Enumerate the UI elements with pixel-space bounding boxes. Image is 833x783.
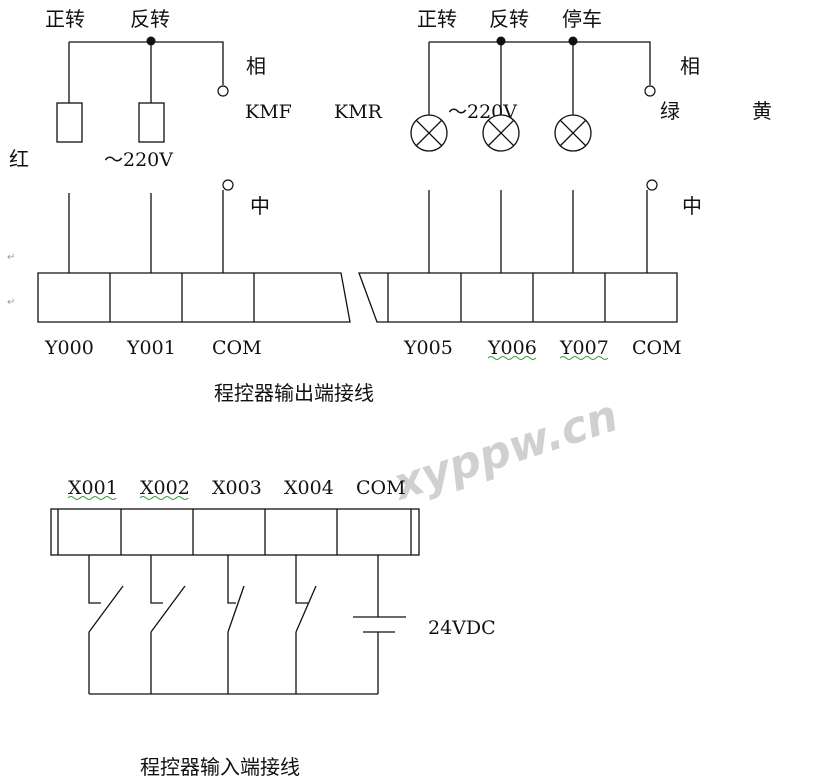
phase-bus-left [69, 41, 224, 85]
lamp-icon [554, 114, 592, 152]
label-green: 绿 [660, 99, 680, 123]
junction-dot [146, 36, 156, 46]
terminal-label: Y001 [126, 337, 176, 359]
label-neutral-left: 中 [250, 194, 270, 218]
watermark: xyppw.cn [386, 390, 624, 511]
phase-terminal-left [217, 85, 229, 97]
dc-supply-icon [353, 555, 406, 694]
input-caption: 程控器输入端接线 [140, 755, 300, 779]
lamp-icon [482, 114, 520, 152]
label-neutral-right: 中 [682, 194, 702, 218]
switch-x002 [150, 555, 186, 694]
label-kmf: KMF [245, 101, 292, 123]
neutral-terminal-left [222, 179, 234, 191]
switch-x003 [227, 555, 245, 694]
coil-kmr [138, 102, 165, 143]
label-stop: 停车 [562, 7, 602, 31]
lamp-icon [410, 114, 448, 152]
junction-dot [568, 36, 578, 46]
label-yellow: 黄 [752, 99, 772, 123]
terminal-label: Y000 [44, 337, 94, 359]
terminal-label: Y007 [559, 337, 609, 359]
spellcheck-underline [139, 496, 189, 500]
return-mark: ↵ [7, 297, 15, 308]
left-output-circuit: 正转 反转 相 KMF KMR 红 ～220V 中 Y000 Y001 COM [9, 7, 383, 359]
terminal-label: X002 [140, 477, 190, 499]
spellcheck-underline [559, 356, 609, 360]
switch-x001 [88, 555, 124, 694]
label-red: 红 [9, 147, 29, 171]
phase-bus-right [429, 41, 651, 85]
label-voltage-left: ～220V [104, 149, 173, 171]
terminal-strip-right [358, 272, 678, 323]
label-reverse-left: 反转 [130, 7, 170, 31]
spellcheck-underline [487, 356, 537, 360]
return-mark: ↵ [7, 252, 15, 263]
phase-terminal-right [644, 85, 656, 97]
terminal-label: X003 [212, 477, 262, 499]
terminal-label: Y006 [487, 337, 537, 359]
terminal-label: X004 [284, 477, 334, 499]
terminal-label: COM [632, 337, 682, 359]
label-kmr: KMR [334, 101, 383, 123]
coil-kmf [56, 102, 83, 143]
terminal-label: COM [356, 477, 406, 499]
terminal-label: Y005 [403, 337, 453, 359]
input-circuit: X001 X002 X003 X004 COM [50, 477, 496, 695]
terminal-strip-input [50, 508, 420, 556]
switch-x004 [295, 555, 317, 694]
label-forward-left: 正转 [45, 7, 85, 31]
terminal-label: COM [212, 337, 262, 359]
terminal-strip-left [37, 272, 351, 323]
right-output-circuit: 正转 反转 停车 相 ～220V 绿 黄 中 [358, 7, 772, 360]
output-caption: 程控器输出端接线 [214, 381, 374, 405]
label-phase-left: 相 [246, 54, 266, 78]
spellcheck-underline [67, 496, 117, 500]
junction-dot [496, 36, 506, 46]
terminal-label: X001 [68, 477, 118, 499]
supply-label: 24VDC [428, 617, 496, 639]
label-phase-right: 相 [680, 54, 700, 78]
neutral-terminal-right [646, 179, 658, 191]
label-forward-right: 正转 [417, 7, 457, 31]
label-reverse-right: 反转 [489, 7, 529, 31]
